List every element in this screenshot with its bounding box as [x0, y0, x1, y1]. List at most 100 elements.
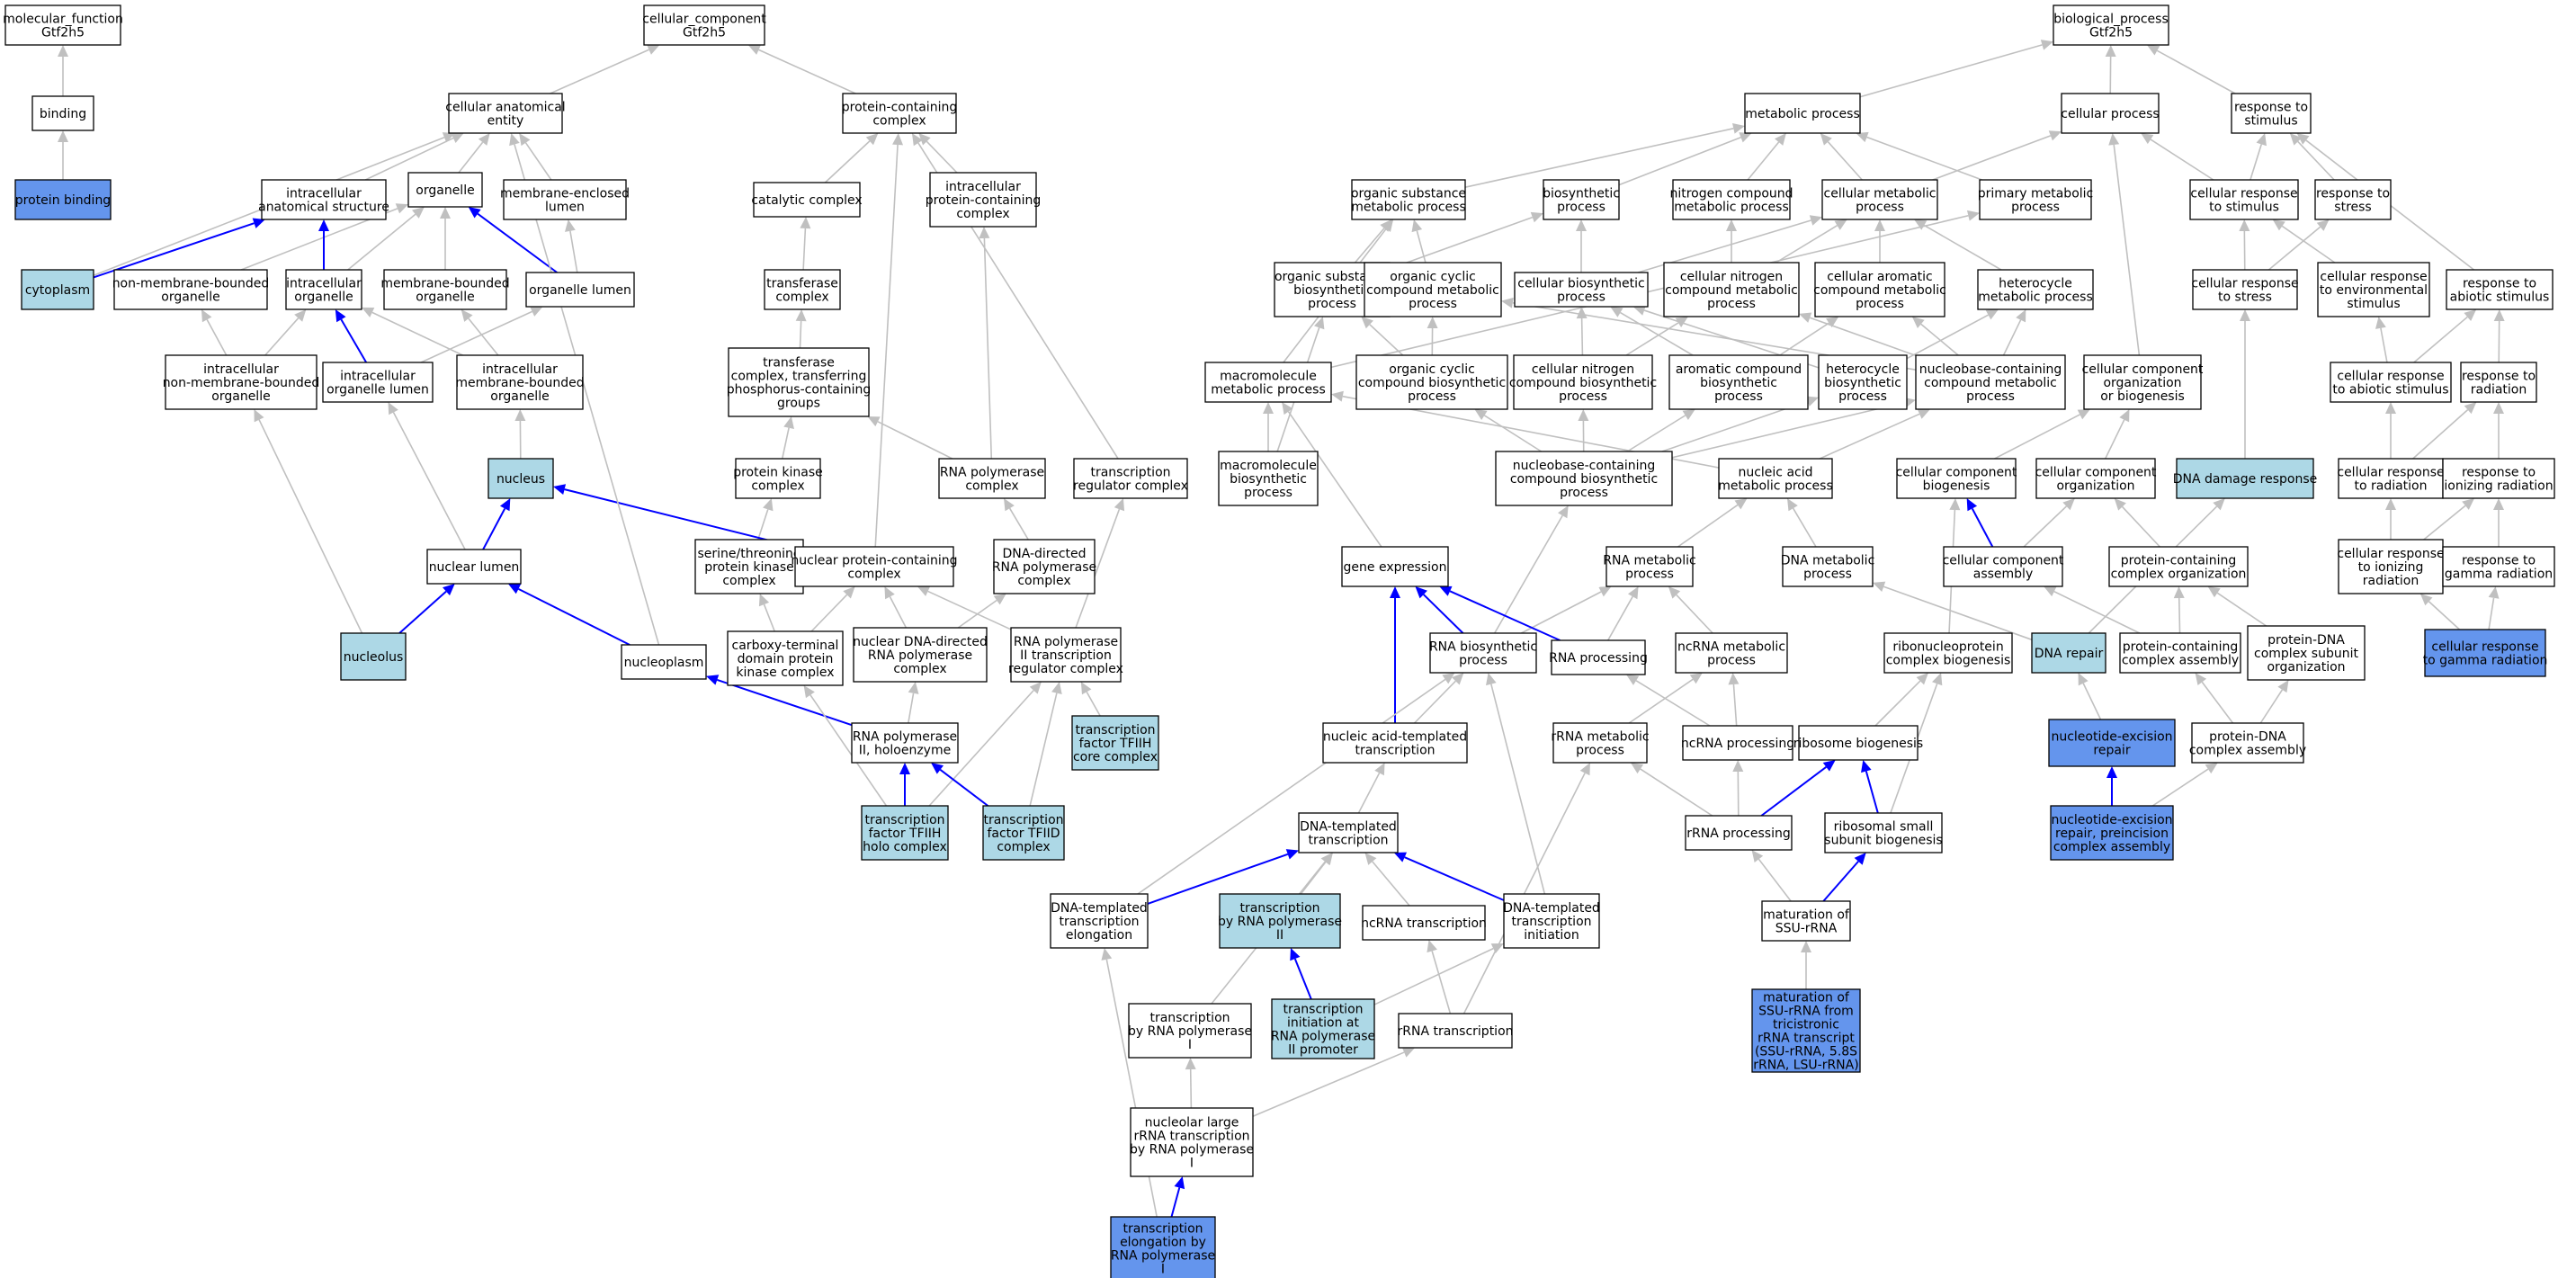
term-node-rna-proc[interactable]: RNA processing [1549, 639, 1648, 675]
term-node-nucleolus[interactable]: nucleolus [340, 632, 407, 681]
term-node-dna-repair[interactable]: DNA repair [2031, 632, 2106, 674]
term-node-rrna-tr[interactable]: rRNA transcription [1397, 1013, 1514, 1049]
term-node-nucleoplasm[interactable]: nucleoplasm [621, 644, 707, 680]
term-node-nuc-lumen[interactable]: nuclear lumen [426, 549, 522, 585]
term-node-metabolic[interactable]: metabolic process [1744, 93, 1861, 134]
term-node-ncrna-proc[interactable]: ncRNA processing [1681, 725, 1794, 761]
term-node-cell-proc[interactable]: cellular process [2061, 93, 2160, 134]
term-node-nucleus[interactable]: nucleus [487, 458, 554, 499]
term-node-protein-binding[interactable]: protein binding [14, 179, 112, 220]
term-node-ribo-biogen[interactable]: ribosome biogenesis [1793, 725, 1923, 761]
term-node-catalytic[interactable]: catalytic complex [751, 182, 863, 218]
term-node-gene-expr[interactable]: gene expression [1341, 546, 1449, 587]
term-node-organelle[interactable]: organelle [407, 172, 483, 208]
term-node-binding[interactable]: binding [31, 95, 94, 131]
term-node-org-lumen[interactable]: organelle lumen [525, 272, 635, 308]
term-node-dna-damage[interactable]: DNA damage response [2173, 458, 2318, 499]
term-node-ncrna-tr[interactable]: ncRNA transcription [1361, 905, 1487, 941]
